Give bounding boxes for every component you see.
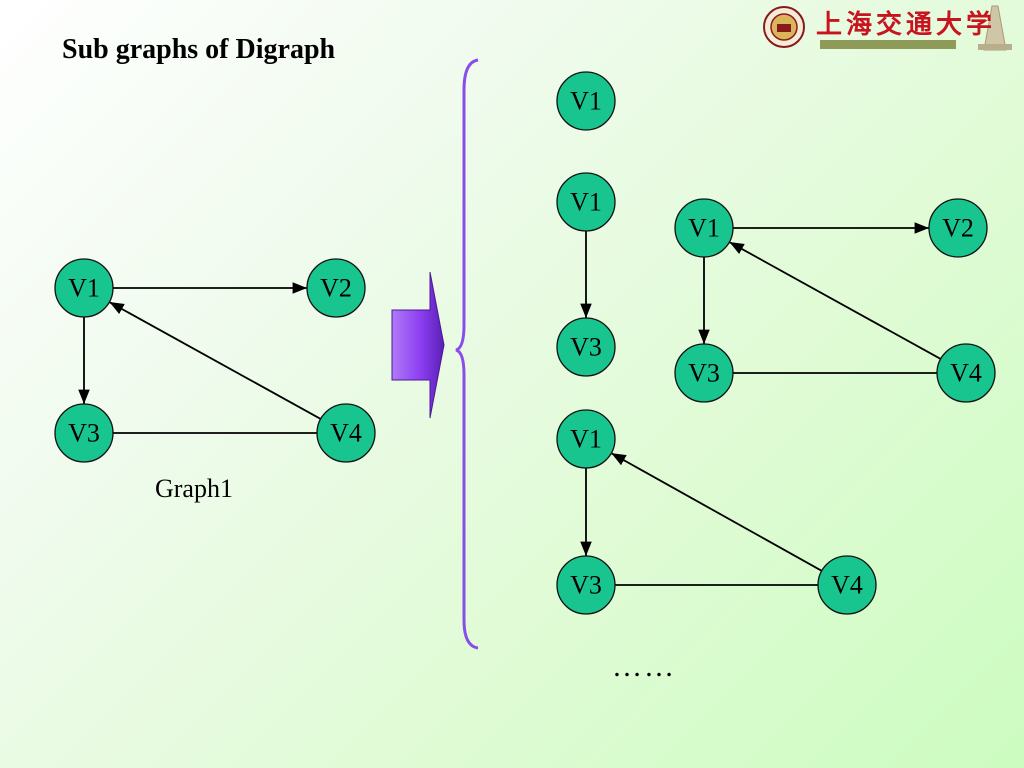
node-v1: V1 (674, 198, 734, 258)
node-circle (556, 71, 616, 131)
node-v4: V4 (817, 555, 877, 615)
logo-text: 上海交通大学 (816, 10, 997, 40)
node-label: V1 (68, 274, 100, 303)
node-v4: V4 (316, 403, 376, 463)
node-circle (674, 343, 734, 403)
node-v4: V4 (936, 343, 996, 403)
node-label: V3 (570, 571, 602, 600)
subgraph-v1-only: V1 (556, 71, 616, 131)
node-circle (556, 317, 616, 377)
logo-graphic (763, 5, 1012, 51)
node-label: V2 (320, 274, 352, 303)
node-v1: V1 (556, 409, 616, 469)
node-circle (54, 403, 114, 463)
node-v3: V3 (556, 555, 616, 615)
node-circle (306, 258, 366, 318)
node-label: V4 (831, 571, 863, 600)
node-label: V1 (570, 188, 602, 217)
edge-v4-v1 (610, 452, 823, 572)
node-circle (674, 198, 734, 258)
node-label: V1 (570, 425, 602, 454)
node-circle (556, 409, 616, 469)
node-v3: V3 (54, 403, 114, 463)
curly-brace (455, 58, 479, 650)
node-label: V3 (570, 333, 602, 362)
node-label: V3 (68, 419, 100, 448)
node-circle (54, 258, 114, 318)
university-logo: 上海交通大学 (752, 2, 1017, 52)
node-label: V4 (950, 359, 982, 388)
node-v3: V3 (674, 343, 734, 403)
node-v3: V3 (556, 317, 616, 377)
node-label: V3 (688, 359, 720, 388)
node-v2: V2 (928, 198, 988, 258)
node-circle (817, 555, 877, 615)
node-label: V1 (688, 214, 720, 243)
node-v1: V1 (556, 172, 616, 232)
node-v2: V2 (306, 258, 366, 318)
node-label: V4 (330, 419, 362, 448)
node-label: V2 (942, 214, 974, 243)
node-v1: V1 (54, 258, 114, 318)
right-arrow-shape (391, 271, 445, 419)
edge-v4-v1 (108, 301, 322, 420)
more-subgraphs-ellipsis: …… (612, 650, 676, 683)
graph-caption: Graph1 (155, 474, 233, 503)
slide-title: Sub graphs of Digraph (62, 34, 336, 65)
node-circle (316, 403, 376, 463)
node-circle (556, 555, 616, 615)
edge-v4-v1 (728, 241, 942, 360)
node-circle (936, 343, 996, 403)
node-v1: V1 (556, 71, 616, 131)
node-circle (928, 198, 988, 258)
node-label: V1 (570, 87, 602, 116)
node-circle (556, 172, 616, 232)
